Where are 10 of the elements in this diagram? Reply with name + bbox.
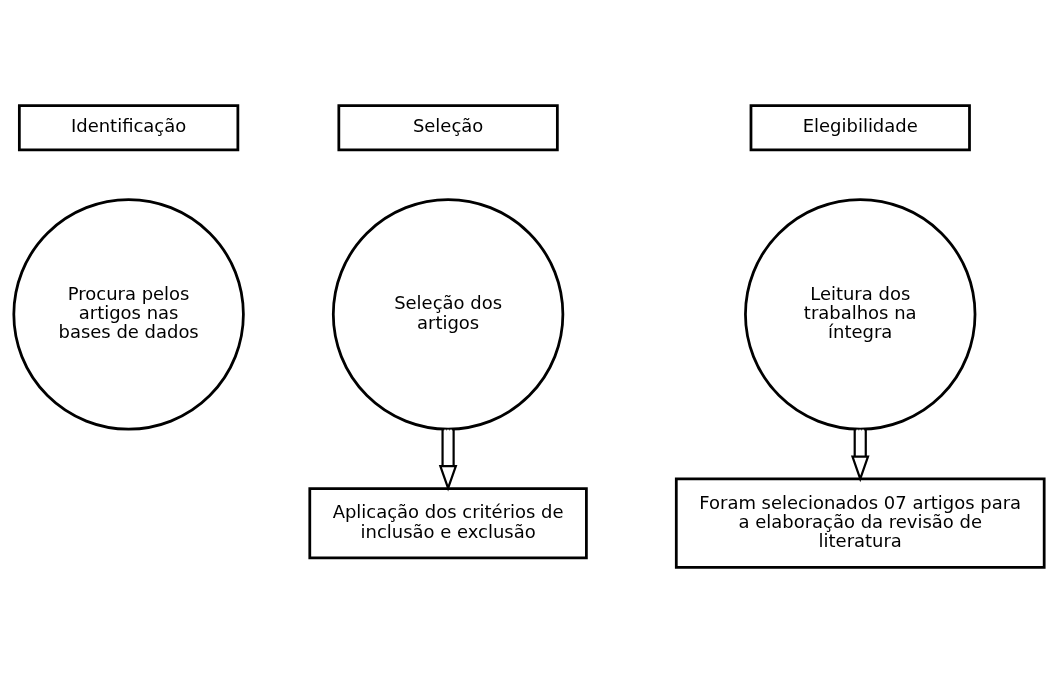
node-box: Elegibilidade [749,104,971,152]
node-box: Aplicação dos critérios de inclusão e exclusão [308,487,588,560]
node-circle: Seleção dos artigos [331,198,565,431]
arrow [438,429,458,492]
node-circle: Procura pelos artigos nas bases de dados [12,198,245,431]
node-box: Seleção [337,104,559,152]
node-box: Foram selecionados 07 artigos para a elaboração da revisão de literatura [674,477,1046,569]
arrow [850,429,870,483]
node-box: Identificação [17,104,240,152]
node-circle: Leitura dos trabalhos na íntegra [744,198,977,431]
